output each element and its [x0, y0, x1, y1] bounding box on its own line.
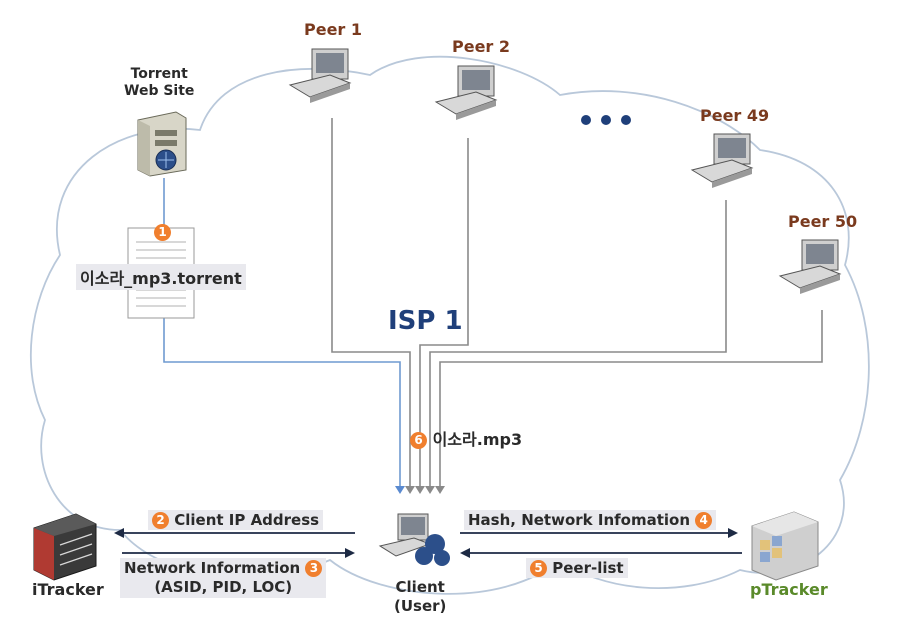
client-label: Client (User) [394, 578, 447, 615]
step2-badge: 2 [152, 512, 169, 529]
step1-badge: 1 [154, 222, 171, 241]
step3-subtext: (ASID, PID, LOC) [154, 578, 293, 596]
step5-text: Peer-list [552, 559, 624, 577]
step5-badge: 5 [530, 560, 547, 577]
torrent-flow-line [163, 312, 401, 486]
tracker-arrows [114, 528, 742, 558]
isp-cloud [30, 55, 870, 595]
step4-badge: 4 [695, 512, 713, 529]
torrent-site-label: Torrent Web Site [124, 66, 195, 99]
step2-label: 2 Client IP Address [148, 510, 324, 530]
itracker-icon [33, 513, 97, 581]
computer-icon [288, 48, 352, 103]
step4-text: Hash, Network Infomation [468, 511, 690, 529]
step3-text: Network Information [124, 559, 301, 577]
torrent-file-label: 이소라_mp3.torrent [76, 264, 246, 290]
isp-label: ISP 1 [388, 306, 463, 336]
step4-label: Hash, Network Infomation 4 [464, 510, 717, 530]
flow-arrowheads [395, 486, 445, 494]
download-file-label: 6 이소라.mp3 [410, 426, 522, 450]
computer-icon [690, 133, 754, 188]
step6-badge: 6 [410, 432, 427, 449]
step3-badge: 3 [305, 560, 323, 577]
step2-text: Client IP Address [174, 511, 320, 529]
computer-icon [434, 65, 498, 120]
peer2-label: Peer 2 [452, 37, 511, 56]
ptracker-icon [751, 511, 819, 581]
server-icon [137, 111, 187, 177]
more-peers-dots [581, 115, 631, 125]
step3-label: Network Information 3 (ASID, PID, LOC) [120, 558, 327, 598]
peer49-label: Peer 49 [700, 106, 770, 125]
step5-label: 5 Peer-list [526, 558, 628, 578]
peer1-label: Peer 1 [304, 20, 363, 39]
itracker-label: iTracker [32, 580, 104, 599]
ptracker-label: pTracker [750, 580, 828, 599]
peer50-label: Peer 50 [788, 212, 858, 231]
peer-flow-lines [331, 118, 823, 486]
download-file-name: 이소라.mp3 [432, 430, 523, 449]
computer-icon [778, 239, 842, 294]
client-computer-icon [378, 513, 450, 566]
